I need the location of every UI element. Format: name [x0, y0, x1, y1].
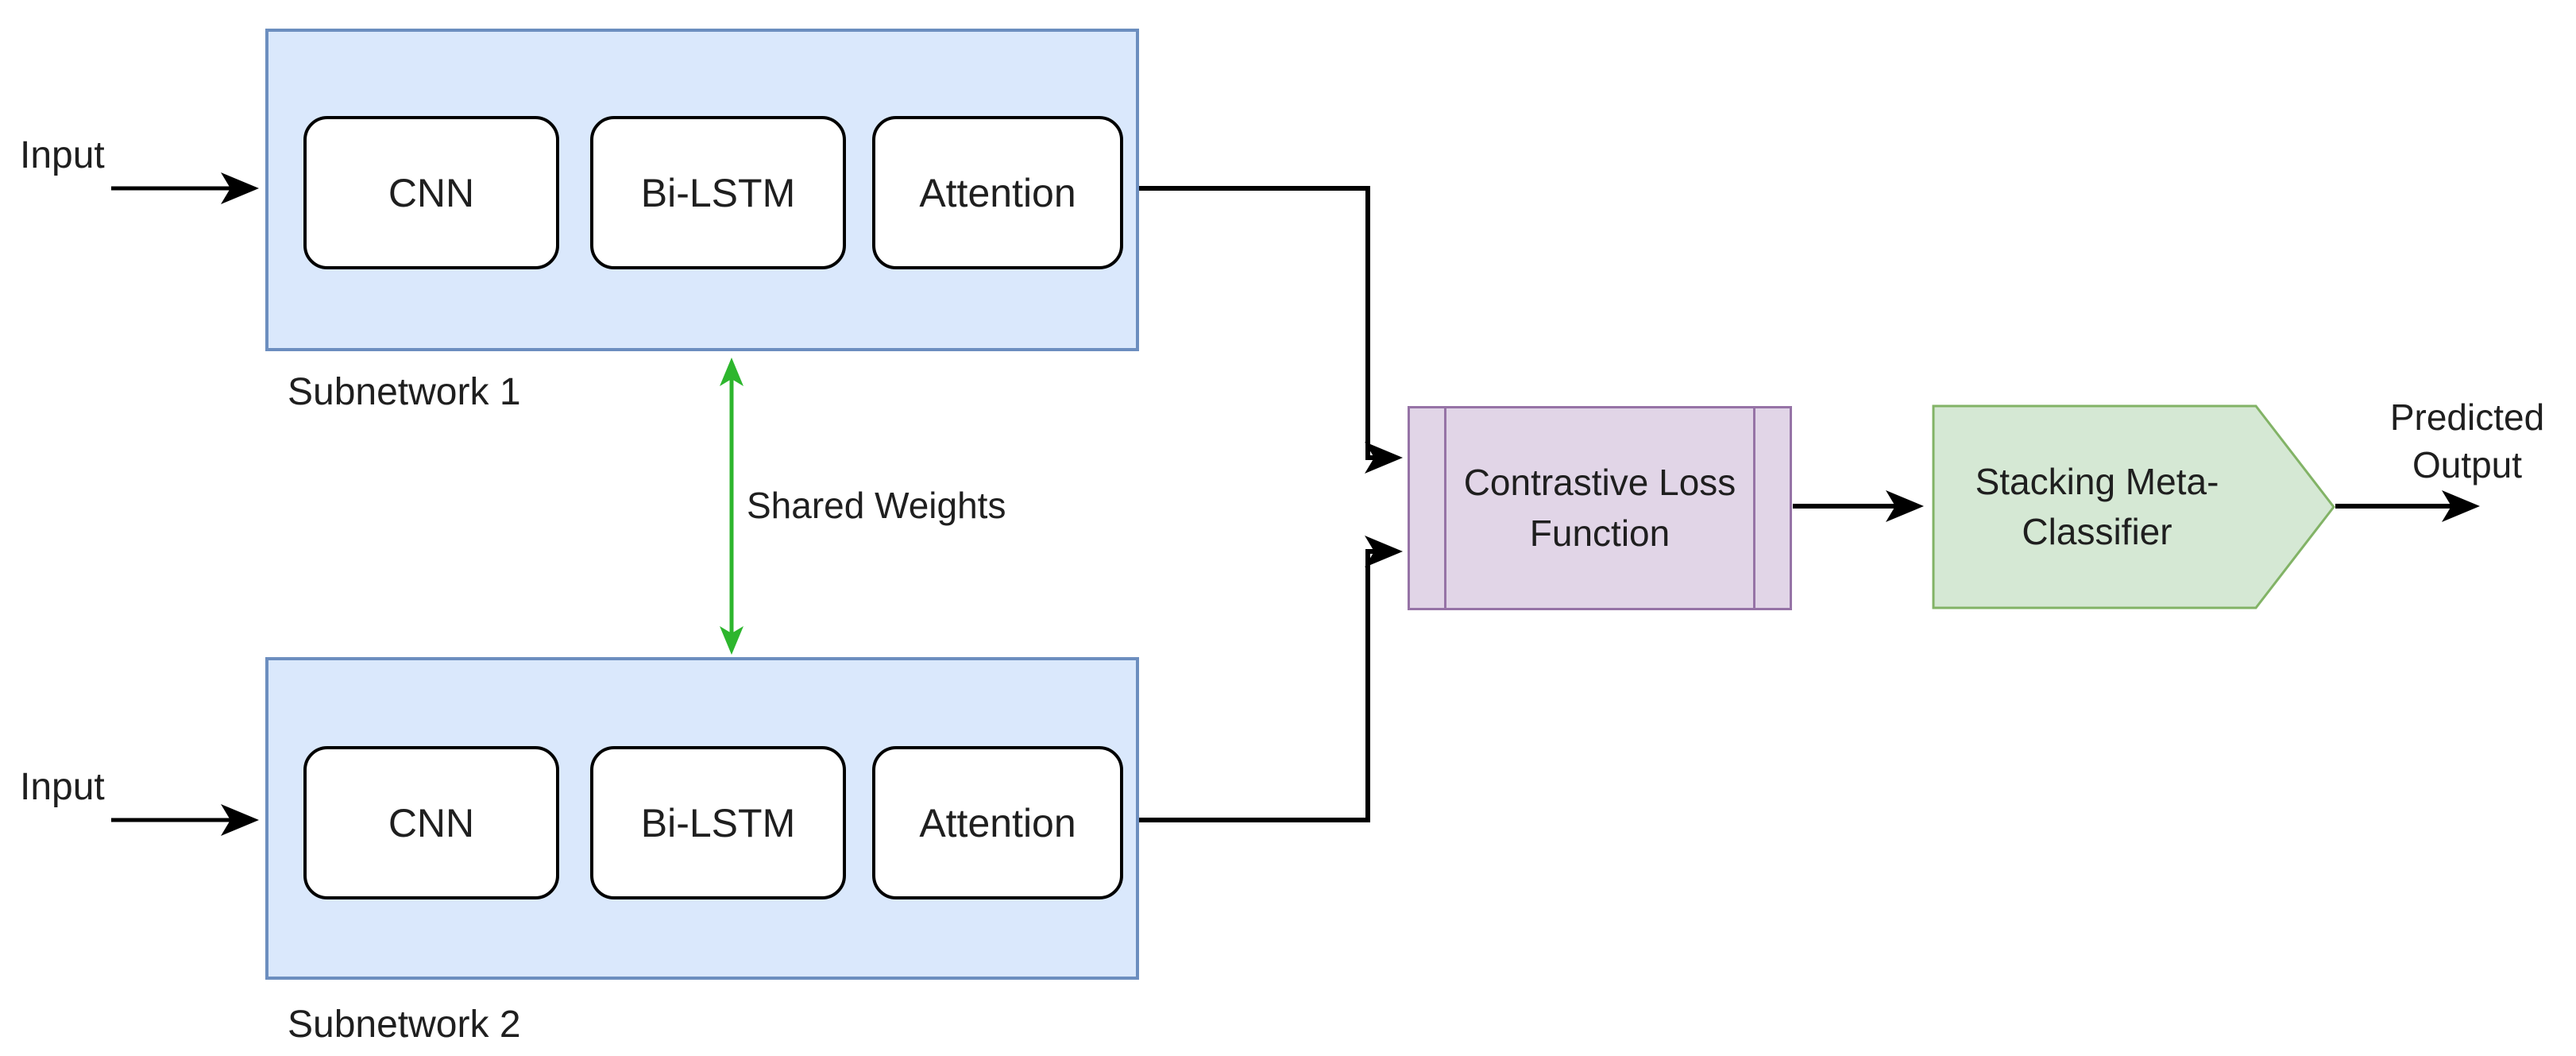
subnetwork1-attention-block: Attention [872, 116, 1123, 269]
subnetwork1-bilstm-block: Bi-LSTM [590, 116, 846, 269]
subnetwork2-cnn-block: CNN [303, 746, 559, 899]
input-label-top: Input [20, 134, 105, 176]
subnetwork1-attention-label: Attention [919, 170, 1076, 215]
classifier-pentagon [1932, 404, 2335, 609]
subnetwork2-cnn-label: CNN [388, 800, 475, 845]
loss-box-right-bar [1753, 408, 1755, 608]
subnetwork2-bilstm-block: Bi-LSTM [590, 746, 846, 899]
contrastive-loss-box: Contrastive Loss Function [1408, 406, 1792, 610]
classifier-label: Stacking Meta-Classifier [1975, 460, 2219, 552]
subnetwork2-attention-block: Attention [872, 746, 1123, 899]
subnetwork2-attention-label: Attention [919, 800, 1076, 845]
contrastive-loss-label: Contrastive Loss Function [1463, 462, 1736, 554]
subnetwork1-bilstm-label: Bi-LSTM [640, 170, 796, 215]
input-label-bottom: Input [20, 766, 105, 808]
connector-subnet2-to-loss [1139, 536, 1403, 822]
subnetwork2-label: Subnetwork 2 [288, 1004, 521, 1046]
loss-box-left-bar [1444, 408, 1446, 608]
predicted-output-label: Predicted Output [2389, 396, 2545, 485]
subnetwork1-cnn-block: CNN [303, 116, 559, 269]
subnetwork2-container: CNN Bi-LSTM Attention [265, 657, 1139, 980]
subnetwork1-container: CNN Bi-LSTM Attention [265, 29, 1139, 351]
subnetwork1-cnn-label: CNN [388, 170, 475, 215]
subnetwork1-label: Subnetwork 1 [288, 371, 521, 413]
subnetwork2-bilstm-label: Bi-LSTM [640, 800, 796, 845]
shared-weights-label: Shared Weights [747, 485, 1006, 526]
connector-subnet1-to-loss [1139, 186, 1403, 474]
